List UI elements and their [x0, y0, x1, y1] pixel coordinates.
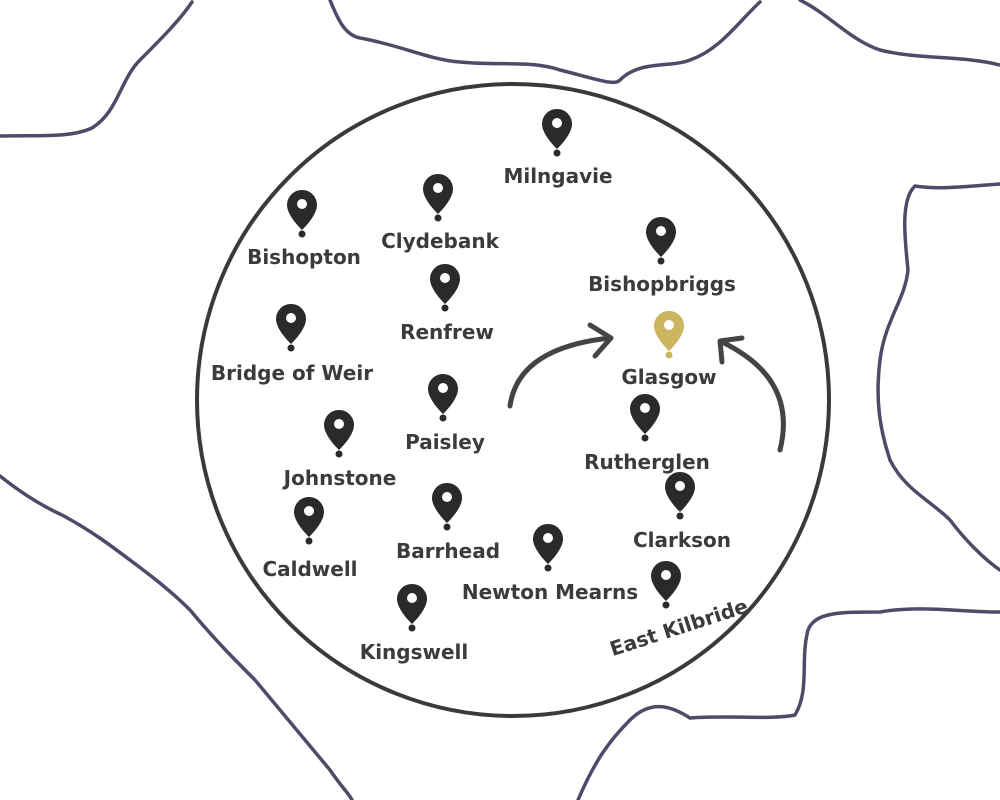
town-label-paisley: Paisley: [405, 430, 485, 454]
map-pin-icon[interactable]: [428, 374, 458, 422]
boundary-line-north: [0, 0, 1000, 138]
town-label-bishopton: Bishopton: [247, 245, 361, 269]
town-label-bishopbriggs: Bishopbriggs: [588, 272, 736, 296]
map-pin-icon[interactable]: [430, 264, 460, 312]
map-pin-icon[interactable]: [324, 410, 354, 458]
map-pin-icon[interactable]: [276, 304, 306, 352]
town-label-clydebank: Clydebank: [381, 229, 500, 253]
town-label-newton-mearns: Newton Mearns: [462, 580, 638, 604]
map-pin-icon[interactable]: [630, 394, 660, 442]
boundary-line-east: [876, 182, 1000, 572]
town-label-kingswell: Kingswell: [360, 640, 469, 664]
town-label-rutherglen: Rutherglen: [584, 450, 710, 474]
map-pin-icon[interactable]: [287, 190, 317, 238]
map-pin-icon[interactable]: [294, 497, 324, 545]
town-label-clarkson: Clarkson: [633, 528, 731, 552]
arrow-right-to-glasgow: [717, 335, 786, 453]
map-pin-icon[interactable]: [654, 311, 684, 359]
map-pin-icon[interactable]: [542, 109, 572, 157]
arrow-left-to-glasgow: [507, 322, 614, 409]
town-label-caldwell: Caldwell: [262, 557, 357, 581]
map-pin-icon[interactable]: [432, 483, 462, 531]
map-pin-icon[interactable]: [397, 584, 427, 632]
boundary-line-southwest: [0, 474, 354, 800]
town-label-milngavie: Milngavie: [503, 164, 612, 188]
boundary-line-southeast: [576, 607, 1000, 800]
town-label-glasgow: Glasgow: [621, 365, 716, 389]
town-label-bridge-of-weir: Bridge of Weir: [211, 361, 373, 385]
town-label-barrhead: Barrhead: [396, 539, 500, 563]
map-pin-icon[interactable]: [533, 524, 563, 572]
map-pin-icon[interactable]: [423, 174, 453, 222]
map-pin-icon[interactable]: [646, 217, 676, 265]
map-pin-icon[interactable]: [665, 472, 695, 520]
map-pin-icon[interactable]: [651, 561, 681, 609]
town-label-renfrew: Renfrew: [400, 320, 494, 344]
service-area-circle: [195, 82, 831, 718]
town-label-johnstone: Johnstone: [282, 466, 397, 490]
